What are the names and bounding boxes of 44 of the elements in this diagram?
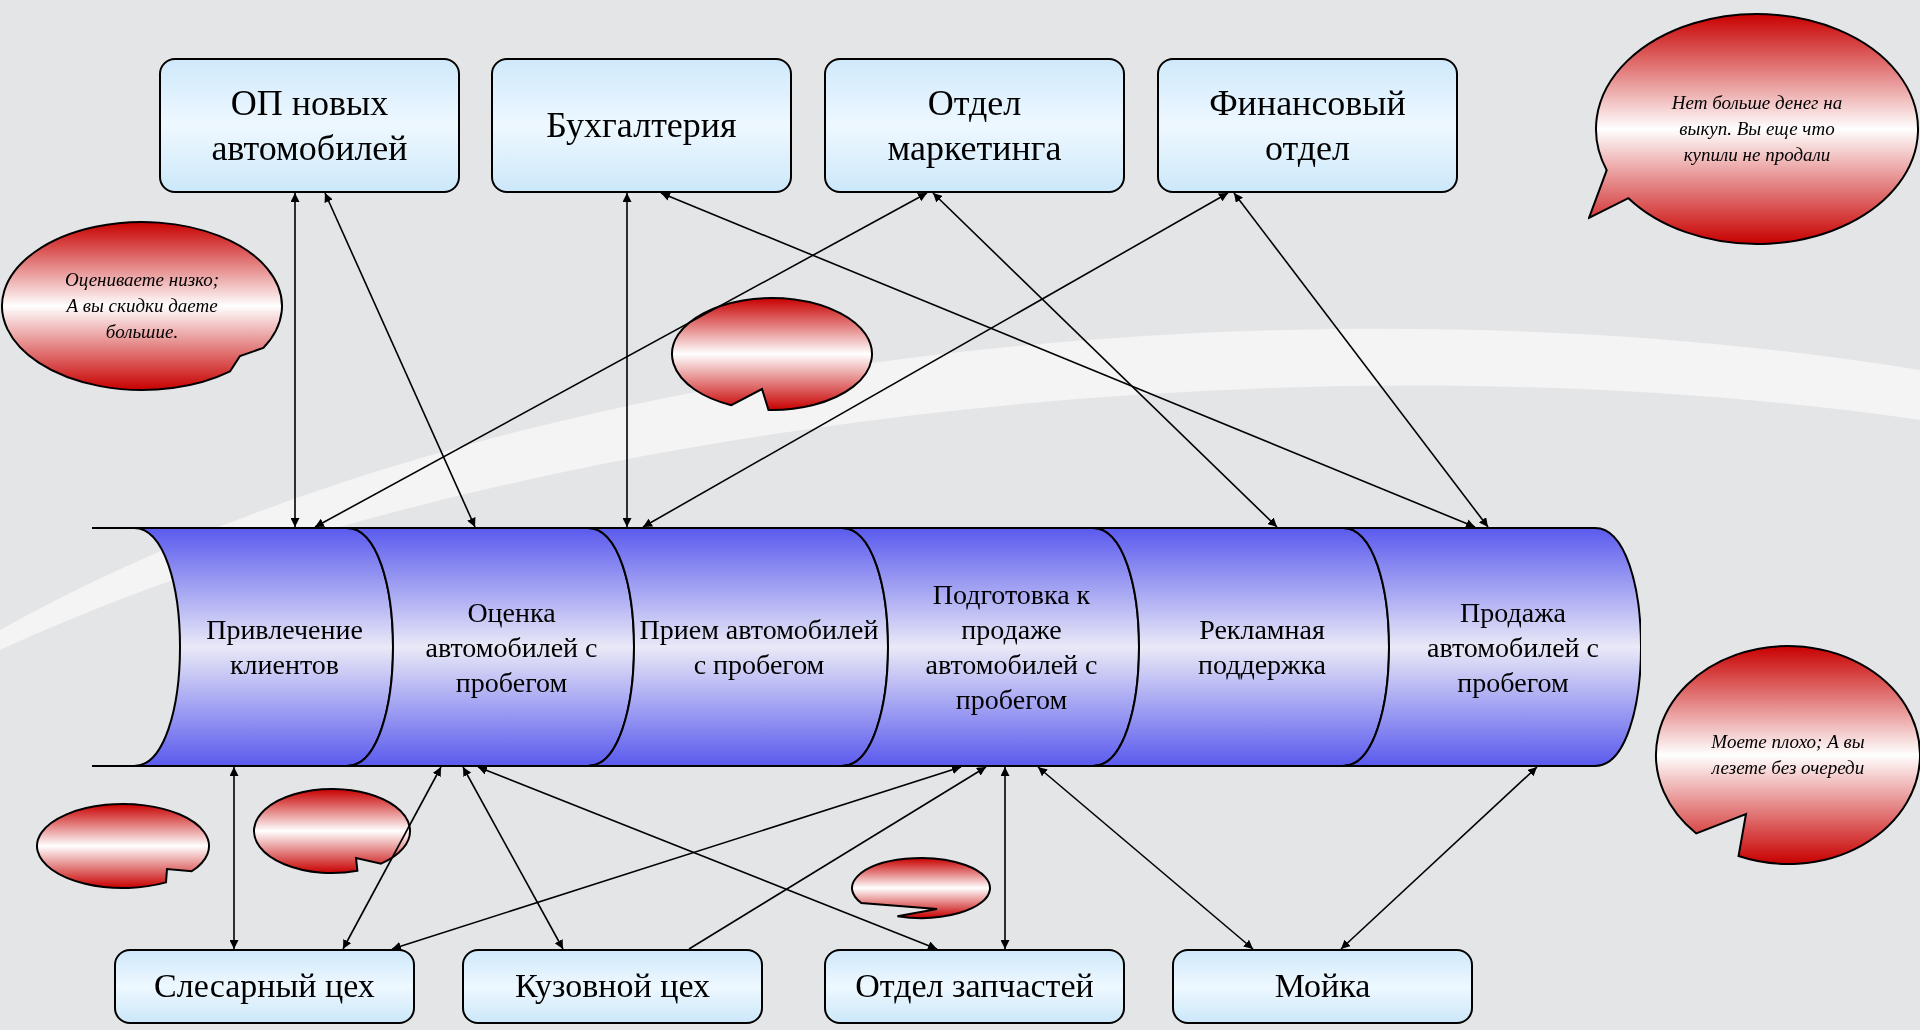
- speech-bubble: [670, 296, 874, 414]
- arrow: [660, 192, 1476, 528]
- arrow: [229, 766, 239, 950]
- department-box: Бухгалтерия: [491, 58, 792, 193]
- arrow: [688, 766, 987, 950]
- arrow: [622, 192, 632, 528]
- department-box: Кузовной цех: [462, 949, 763, 1024]
- arrow: [642, 192, 1229, 528]
- department-box: ОП новых автомобилей: [159, 58, 460, 193]
- speech-bubble: [1652, 644, 1920, 868]
- department-box: Отдел запчастей: [824, 949, 1125, 1024]
- speech-bubble: [1588, 10, 1920, 246]
- speech-bubble: [252, 787, 412, 877]
- arrow: [932, 192, 1278, 528]
- arrow: [1340, 766, 1538, 950]
- process-label: Подготовка к продаже автомобилей с пробегом: [924, 578, 1099, 717]
- department-box: Мойка: [1172, 949, 1473, 1024]
- arrow: [391, 765, 962, 951]
- arrow: [290, 192, 300, 528]
- department-box: Финансовый отдел: [1157, 58, 1458, 193]
- process-label: Прием автомобилей с пробегом: [638, 613, 880, 682]
- bubble-text: Оцениваете низко; А вы скидки даете большие.: [63, 267, 221, 345]
- department-box: Отдел маркетинга: [824, 58, 1125, 193]
- arrow: [1037, 766, 1254, 950]
- speech-bubble: [0, 220, 284, 392]
- process-label: Привлечение клиентов: [205, 613, 364, 682]
- bubble-text: Моете плохо; А вы лезете без очереди: [1710, 729, 1866, 780]
- process-cylinder-segment: [588, 527, 888, 767]
- department-box: Слесарный цех: [114, 949, 415, 1024]
- speech-bubble: [35, 802, 211, 892]
- arrow: [1233, 192, 1489, 528]
- process-label: Оценка автомобилей с пробегом: [424, 595, 599, 700]
- arrow: [477, 766, 938, 950]
- process-cylinder-segment: [92, 527, 393, 767]
- arrow: [314, 192, 928, 528]
- process-label: Продажа автомобилей с пробегом: [1425, 595, 1600, 700]
- bubble-text: Нет больше денег на выкуп. Вы еще что купили не продали: [1670, 90, 1844, 168]
- speech-bubble: [851, 856, 993, 920]
- arrow: [1000, 766, 1010, 950]
- process-label: Рекламная поддержка: [1196, 613, 1328, 682]
- process-cylinder-segment: [1343, 527, 1641, 767]
- arrow: [342, 766, 442, 950]
- arrow: [324, 192, 476, 528]
- arrow: [462, 766, 564, 950]
